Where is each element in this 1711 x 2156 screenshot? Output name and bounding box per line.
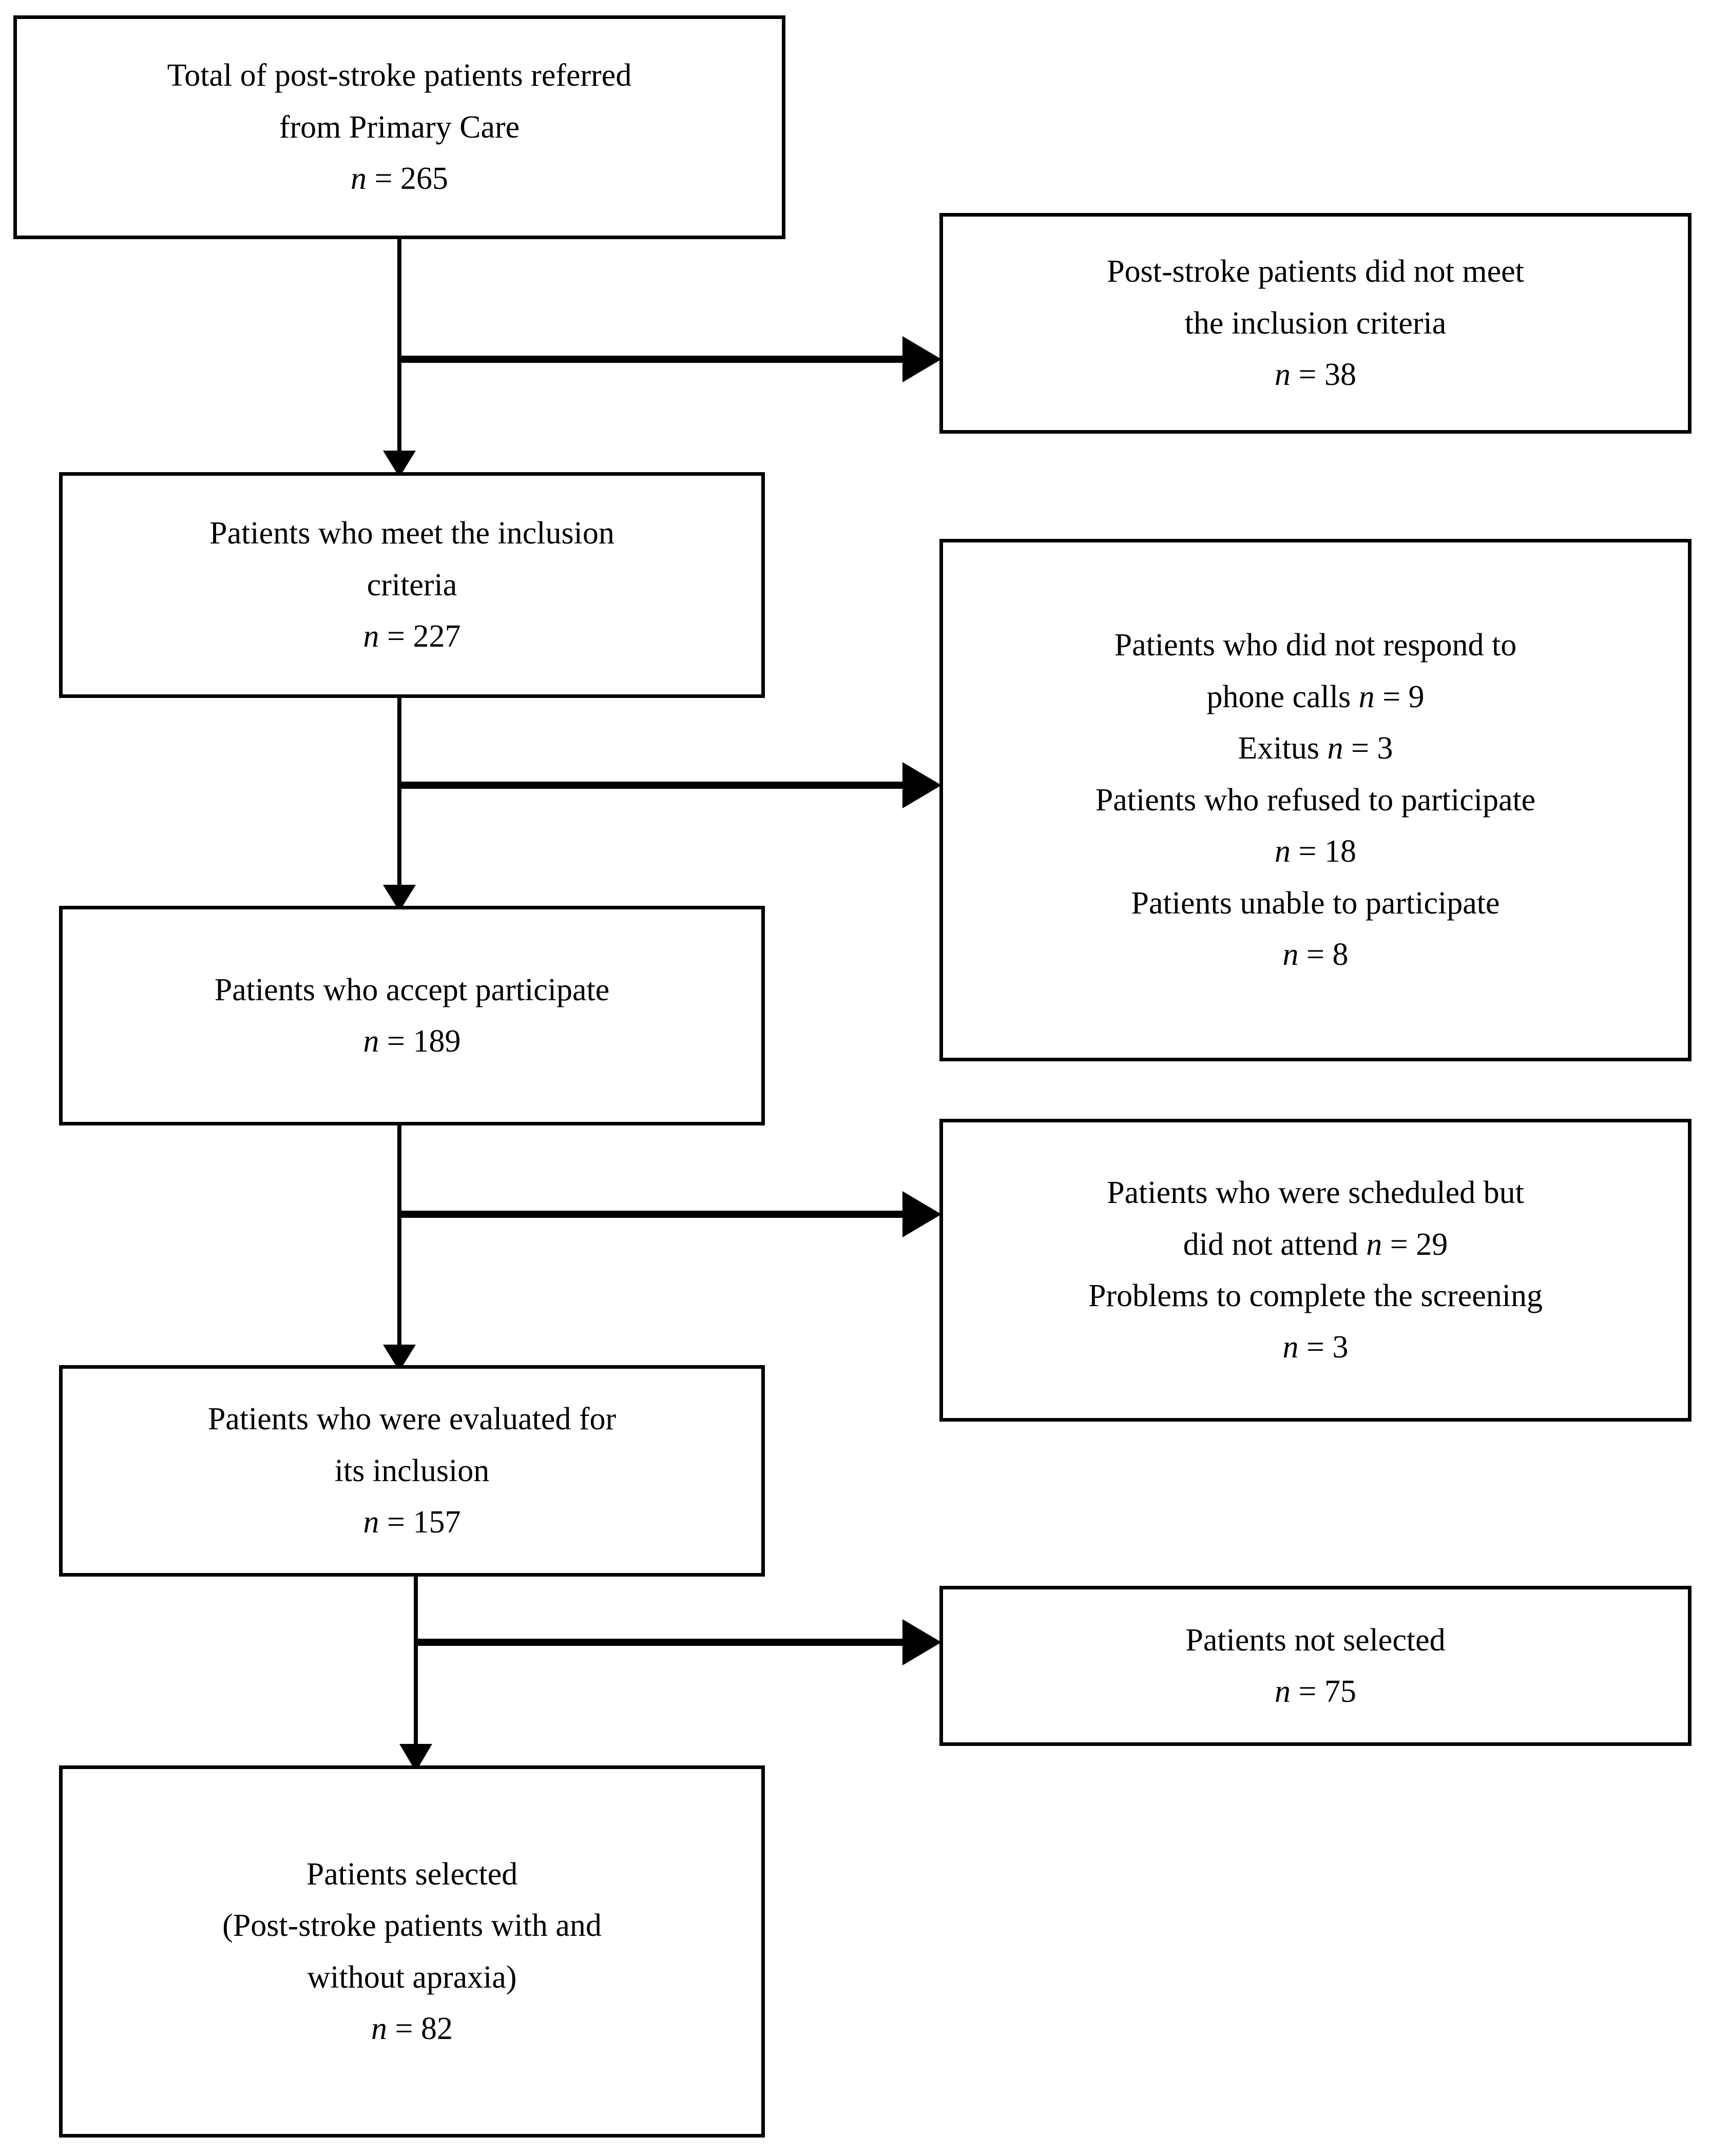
node-meet-count: n = 227 xyxy=(363,611,461,662)
node-accept-count: n = 189 xyxy=(363,1016,461,1067)
node-nocriteria-line-2: the inclusion criteria xyxy=(1184,305,1447,341)
n-symbol: n xyxy=(363,1024,379,1059)
n-value: 18 xyxy=(1324,834,1356,869)
node-total-line-1: Total of post-stroke patients referred xyxy=(167,58,632,93)
n-symbol: n xyxy=(1358,679,1375,714)
n-equals: = xyxy=(379,619,413,654)
node-patients-not-selected[interactable]: Patients not selected n = 75 xyxy=(939,1586,1691,1746)
n-symbol: n xyxy=(1275,834,1291,869)
n-value: 29 xyxy=(1416,1227,1448,1262)
node-evaluated-line-1: Patients who were evaluated for xyxy=(207,1402,617,1437)
n-equals: = xyxy=(379,1505,413,1540)
node-patients-selected[interactable]: Patients selected (Post-stroke patients … xyxy=(59,1765,765,2138)
n-value: 9 xyxy=(1408,679,1425,714)
node-scheduled-but-not-attended[interactable]: Patients who were scheduled but did not … xyxy=(939,1119,1691,1422)
edge-meet-to-no-response xyxy=(399,762,941,808)
node-noresponse-line-6: Patients unable to participate xyxy=(1131,885,1500,921)
n-value: 189 xyxy=(413,1024,461,1059)
node-accept-line-1: Patients who accept participate xyxy=(214,972,610,1007)
edge-accept-to-no-attend xyxy=(399,1191,941,1237)
node-nocriteria-line-1: Post-stroke patients did not meet xyxy=(1107,254,1524,289)
node-meet-line-1: Patients who meet the inclusion xyxy=(209,516,614,551)
n-equals: = xyxy=(1291,1674,1324,1709)
n-equals: = xyxy=(379,1024,413,1059)
n-equals: = xyxy=(367,161,400,197)
n-value: 82 xyxy=(420,2011,453,2046)
node-evaluated-for-inclusion[interactable]: Patients who were evaluated for its incl… xyxy=(59,1365,765,1577)
n-equals: = xyxy=(387,2011,421,2046)
edge-evaluated-to-not-selected xyxy=(416,1619,941,1665)
node-selected-count: n = 82 xyxy=(371,2003,453,2054)
node-selected-line-2: (Post-stroke patients with and xyxy=(222,1908,602,1944)
node-noattend-line-2: did not attend n = 29 xyxy=(1183,1227,1448,1262)
node-evaluated-line-2: its inclusion xyxy=(334,1453,490,1488)
node-noresponse-line-1: Patients who did not respond to xyxy=(1114,628,1517,663)
node-did-not-meet-criteria[interactable]: Post-stroke patients did not meet the in… xyxy=(939,213,1691,434)
node-noresponse-line-2: phone calls n = 9 xyxy=(1206,679,1425,714)
noresponse-exitus-label: Exitus xyxy=(1238,731,1319,766)
n-symbol: n xyxy=(1282,1330,1299,1365)
n-value: 3 xyxy=(1332,1330,1349,1365)
edge-evaluated-to-selected xyxy=(399,1577,432,1772)
n-value: 227 xyxy=(413,619,461,654)
node-noattend-line-4: n = 3 xyxy=(1282,1330,1349,1365)
n-value: 265 xyxy=(400,161,448,197)
node-notselected-line-1: Patients not selected xyxy=(1185,1622,1446,1658)
n-value: 75 xyxy=(1324,1674,1356,1709)
edge-accept-to-evaluated xyxy=(383,1125,416,1371)
edge-total-to-meet xyxy=(383,239,416,477)
n-symbol: n xyxy=(363,619,379,654)
node-accept-participate[interactable]: Patients who accept participate n = 189 xyxy=(59,906,765,1125)
n-value: 8 xyxy=(1332,937,1349,973)
node-total-count: n = 265 xyxy=(351,153,448,204)
noresponse-phone-label: phone calls xyxy=(1206,679,1351,714)
node-noattend-line-1: Patients who were scheduled but xyxy=(1107,1175,1524,1211)
node-selected-line-3: without apraxia) xyxy=(307,1959,517,1995)
node-meet-line-2: criteria xyxy=(367,567,457,603)
node-total-referred[interactable]: Total of post-stroke patients referred f… xyxy=(13,15,785,239)
n-equals: = xyxy=(1291,357,1324,393)
n-symbol: n xyxy=(1275,1674,1291,1709)
node-evaluated-count: n = 157 xyxy=(363,1497,461,1548)
n-symbol: n xyxy=(1275,357,1291,393)
n-symbol: n xyxy=(1282,937,1299,973)
n-symbol: n xyxy=(363,1505,379,1540)
node-noresponse-line-3: Exitus n = 3 xyxy=(1238,731,1393,766)
node-noresponse-line-5: n = 18 xyxy=(1275,834,1356,869)
n-symbol: n xyxy=(1366,1227,1382,1262)
n-symbol: n xyxy=(351,161,367,197)
node-notselected-count: n = 75 xyxy=(1275,1666,1356,1717)
n-value: 157 xyxy=(413,1505,461,1540)
node-excluded-before-scheduling[interactable]: Patients who did not respond to phone ca… xyxy=(939,539,1691,1061)
node-selected-line-1: Patients selected xyxy=(306,1856,518,1892)
node-total-line-2: from Primary Care xyxy=(279,109,520,145)
node-noattend-line-3: Problems to complete the screening xyxy=(1088,1278,1543,1313)
node-nocriteria-count: n = 38 xyxy=(1275,349,1356,400)
node-meet-inclusion-criteria[interactable]: Patients who meet the inclusion criteria… xyxy=(59,472,765,698)
edge-total-to-no-criteria xyxy=(399,336,941,382)
edge-meet-to-accept xyxy=(383,698,416,911)
n-symbol: n xyxy=(1327,731,1343,766)
n-value: 38 xyxy=(1324,357,1356,393)
n-symbol: n xyxy=(371,2011,388,2046)
n-value: 3 xyxy=(1377,731,1393,766)
node-noresponse-line-7: n = 8 xyxy=(1282,937,1349,973)
node-noresponse-line-4: Patients who refused to participate xyxy=(1095,782,1536,818)
